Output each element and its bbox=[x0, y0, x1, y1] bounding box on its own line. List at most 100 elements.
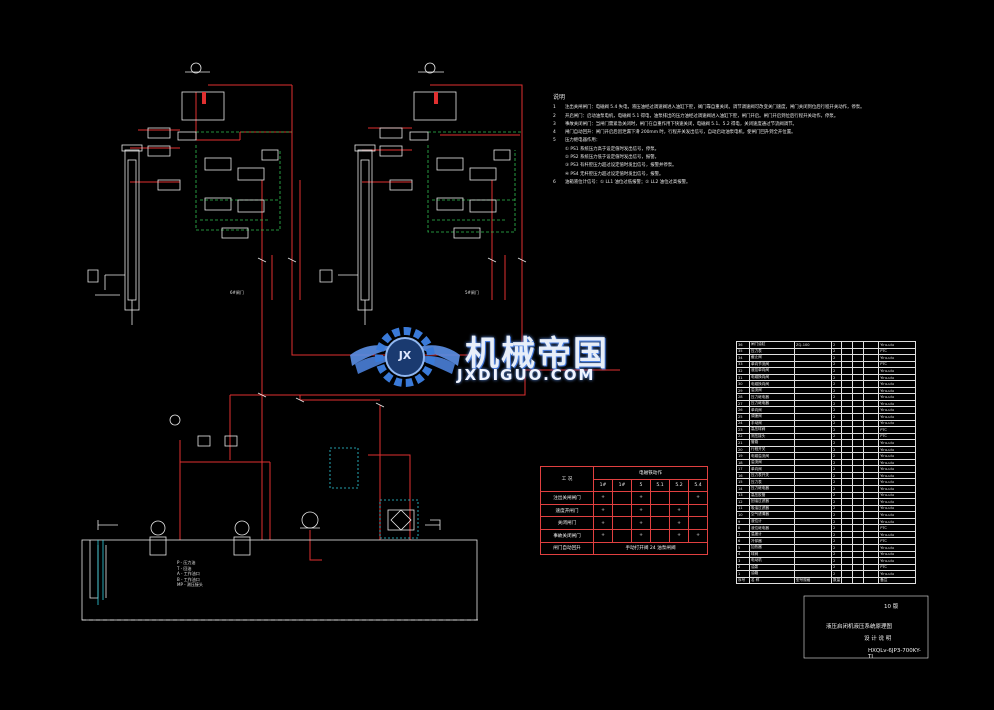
op-table-cell: + bbox=[593, 503, 613, 518]
op-table-cell bbox=[650, 516, 670, 530]
note-item: 1 注出关闸闸门：电磁阀 5.4 失电，液压油经过调速阀进入油缸下腔，阀门靠自重关… bbox=[553, 105, 883, 111]
op-table-row-label: 关闭闸门 bbox=[540, 516, 594, 530]
op-table-row-label: 速度开闸门 bbox=[540, 503, 594, 518]
tank-legend-item: MP - 测压接头 bbox=[177, 582, 203, 587]
title-block-title: 液压启闭机液压系统原理图 bbox=[826, 624, 893, 630]
tank-legend-item: T - 回油 bbox=[177, 565, 192, 571]
note-number: 6 bbox=[553, 179, 556, 185]
op-table-cell: + bbox=[688, 528, 708, 543]
title-block-subtitle: 设 计 说 明 bbox=[864, 636, 892, 642]
tank-legend-item: P - 压力油 bbox=[177, 560, 196, 565]
note-item: 3 事故关闭闸门：当闸门需紧急关闭时，闸门在自重作用下快速关闭，电磁阀 5.1、5… bbox=[553, 122, 883, 128]
op-table-cell: + bbox=[688, 491, 708, 505]
op-table-cell: + bbox=[631, 503, 651, 518]
note-text: 开启闸门：启动油泵电机，电磁阀 5.1 得电，油泵排出的压力油经过调速阀进入油缸… bbox=[565, 113, 839, 119]
op-table-col-head: 1# bbox=[612, 478, 632, 493]
op-table-cell: + bbox=[631, 491, 651, 505]
red-pipe-network bbox=[130, 84, 620, 561]
watermark-title: 机械帝国 bbox=[465, 334, 609, 374]
note-text: 闸门自动回升：闸门开启后因泄漏下滑 200mm 时，行程开关发出信号，自动启动油… bbox=[565, 130, 796, 136]
parts-header-cell: 序号 bbox=[736, 576, 750, 585]
note-number: 2 bbox=[553, 113, 556, 119]
note-number bbox=[553, 172, 559, 178]
op-table-cell bbox=[612, 503, 632, 518]
note-number bbox=[553, 155, 559, 161]
op-table-col-head: 5 bbox=[631, 478, 651, 493]
op-table-group-head: 电磁铁动作 bbox=[593, 466, 708, 480]
note-text: 事故关闭闸门：当闸门需紧急关闭时，闸门在自重作用下快速关闭，电磁阀 5.1、5.… bbox=[565, 121, 797, 127]
parts-header-cell bbox=[852, 576, 865, 585]
op-table-row: 闸门自动回升手动打开阀 24 油泵闸阀 bbox=[540, 541, 708, 556]
cyan-accents bbox=[97, 447, 419, 605]
watermark: JX 机械帝国 JXDIGUO.COM bbox=[345, 322, 645, 392]
note-number: 1 bbox=[553, 105, 556, 111]
op-table-cell bbox=[650, 491, 670, 505]
notes-heading: 说明 bbox=[553, 94, 566, 101]
note-text: 注出关闸闸门：电磁阀 5.4 失电，液压油经过调速阀进入油缸下腔，阀门靠自重关闭… bbox=[565, 105, 865, 111]
tank-legend: P - 压力油 T - 回油 A - 工作油口 B - 工作油口 MP - 测压… bbox=[177, 560, 203, 588]
op-table-cell bbox=[669, 491, 689, 505]
watermark-logo bbox=[350, 327, 460, 387]
cabinet-label-left: 6#闸门 bbox=[230, 290, 244, 295]
note-text: ② PS2 系统压力低于设定值时发出信号，报警。 bbox=[565, 155, 659, 161]
note-item: ④ PS4 无杆腔压力超过设定值时发出信号，报警。 bbox=[553, 172, 883, 178]
cabinet-label-right: 5#闸门 bbox=[465, 290, 479, 295]
op-table-row: 速度开闸门+++ bbox=[540, 503, 708, 518]
op-table-row: 关闭闸门+++ bbox=[540, 516, 708, 530]
op-table-row: 事故关闭闸门++++ bbox=[540, 528, 708, 543]
watermark-gear-text: JX bbox=[398, 349, 412, 362]
parts-header-cell: 型号规格 bbox=[794, 576, 832, 585]
note-item: ③ PS3 有杆腔压力超过设定值时发出信号，报警并停泵。 bbox=[553, 163, 883, 169]
parts-header-cell bbox=[841, 576, 854, 585]
title-block-drawing-no: HXQLv-6JP3-700KY-TI bbox=[868, 648, 921, 660]
op-table-cell bbox=[612, 491, 632, 505]
note-item: ② PS2 系统压力低于设定值时发出信号，报警。 bbox=[553, 155, 883, 161]
note-text: ③ PS3 有杆腔压力超过设定值时发出信号，报警并停泵。 bbox=[565, 163, 677, 169]
op-table-cell: 手动打开阀 24 油泵闸阀 bbox=[593, 541, 708, 556]
notes-panel: 说明 1 注出关闸闸门：电磁阀 5.4 失电，液压油经过调速阀进入油缸下腔，阀门靠… bbox=[553, 94, 883, 188]
op-table-col-head: 5.4 bbox=[688, 478, 708, 493]
watermark-subtitle: JXDIGUO.COM bbox=[457, 366, 596, 384]
note-text: ④ PS4 无杆腔压力超过设定值时发出信号，报警。 bbox=[565, 171, 664, 177]
note-text: ① PS1 系统压力高于设定值时发出信号，停泵。 bbox=[565, 146, 659, 152]
parts-header-row: 序号名 称型号规格数量备注 bbox=[736, 576, 917, 585]
op-table-row: 注出关闸闸门+++ bbox=[540, 491, 708, 505]
op-table-cell: + bbox=[631, 528, 651, 543]
op-table-body: 注出关闸闸门+++速度开闸门+++关闭闸门+++事故关闭闸门++++闸门自动回升… bbox=[540, 491, 708, 556]
note-number bbox=[553, 163, 559, 169]
red-fill-marks bbox=[202, 92, 438, 104]
op-table-cell: + bbox=[669, 503, 689, 518]
op-table-cell: + bbox=[669, 516, 689, 530]
tank-legend-item: A - 工作油口 bbox=[177, 571, 200, 576]
note-number bbox=[553, 147, 559, 153]
title-block-version: 10 版 bbox=[884, 604, 899, 610]
white-component-lines bbox=[81, 62, 527, 621]
op-table-cell bbox=[650, 528, 670, 543]
note-number: 3 bbox=[553, 121, 556, 127]
op-table-cell: + bbox=[593, 528, 613, 543]
title-block-frame bbox=[803, 595, 929, 659]
op-table-cell bbox=[688, 503, 708, 518]
parts-header-cell: 数量 bbox=[830, 576, 843, 585]
op-table-col-head: 5.2 bbox=[669, 478, 689, 493]
op-table-cell bbox=[612, 516, 632, 530]
